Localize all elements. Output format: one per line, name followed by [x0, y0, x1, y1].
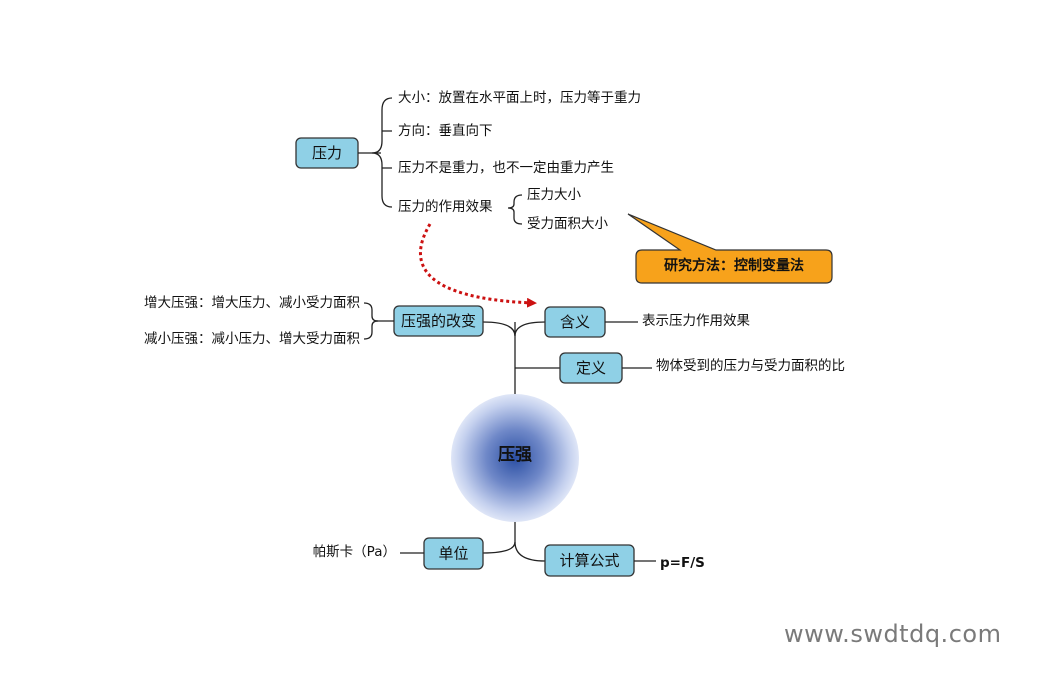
- definition-label: 定义: [576, 359, 606, 377]
- callout-text: 研究方法：控制变量法: [664, 257, 804, 274]
- formula-text: p=F/S: [660, 555, 705, 571]
- meaning-label: 含义: [560, 313, 590, 331]
- change-decrease-text: 减小压强：减小压力、增大受力面积: [144, 331, 360, 347]
- pressure-direction-text: 方向：垂直向下: [398, 123, 493, 139]
- pressure-force-brace: [371, 97, 393, 208]
- pressure-size-text: 大小：放置在水平面上时，压力等于重力: [398, 89, 641, 106]
- effect-factor-area-text: 受力面积大小: [527, 216, 608, 232]
- formula-branch: 计算公式 p=F/S: [544, 544, 705, 577]
- formula-label: 计算公式: [559, 552, 619, 570]
- pressure-force-label: 压力: [312, 144, 342, 162]
- pressure-effect-text: 压力的作用效果: [398, 199, 493, 215]
- watermark-text: www.swdtdq.com: [784, 620, 1002, 648]
- method-callout: 研究方法：控制变量法: [627, 213, 833, 284]
- unit-text: 帕斯卡（Pa）: [313, 544, 396, 560]
- pressure-not-gravity-text: 压力不是重力，也不一定由重力产生: [398, 160, 614, 176]
- pressure-force-brace-tick: [382, 130, 392, 169]
- unit-branch: 单位 帕斯卡（Pa）: [313, 537, 484, 570]
- meaning-text: 表示压力作用效果: [642, 313, 750, 329]
- definition-branch: 定义 物体受到的压力与受力面积的比: [559, 352, 845, 384]
- center-circle: [451, 394, 579, 522]
- change-label: 压强的改变: [401, 312, 476, 330]
- effect-factors-brace: [507, 194, 523, 225]
- pressure-force-branch: 压力 大小：放置在水平面上时，压力等于重力 方向：垂直向下 压力不是重力，也不一…: [295, 89, 641, 232]
- meaning-branch: 含义 表示压力作用效果: [544, 306, 750, 338]
- effect-factor-force-text: 压力大小: [527, 187, 581, 203]
- center-label: 压强: [498, 445, 532, 465]
- change-brace: [363, 302, 379, 340]
- effect-to-meaning-arrow: [418, 223, 537, 308]
- trunk-to-meaning: [482, 321, 546, 337]
- center-node: 压强: [451, 394, 579, 522]
- change-branch: 压强的改变 增大压强：增大压力、减小受力面积 减小压强：减小压力、增大受力面积: [144, 295, 484, 347]
- trunk-to-unit: [482, 541, 516, 554]
- definition-text: 物体受到的压力与受力面积的比: [656, 358, 845, 374]
- unit-label: 单位: [438, 545, 468, 563]
- callout-shape: [627, 213, 833, 284]
- trunk-to-formula: [514, 541, 546, 562]
- change-increase-text: 增大压强：增大压力、减小受力面积: [144, 295, 360, 311]
